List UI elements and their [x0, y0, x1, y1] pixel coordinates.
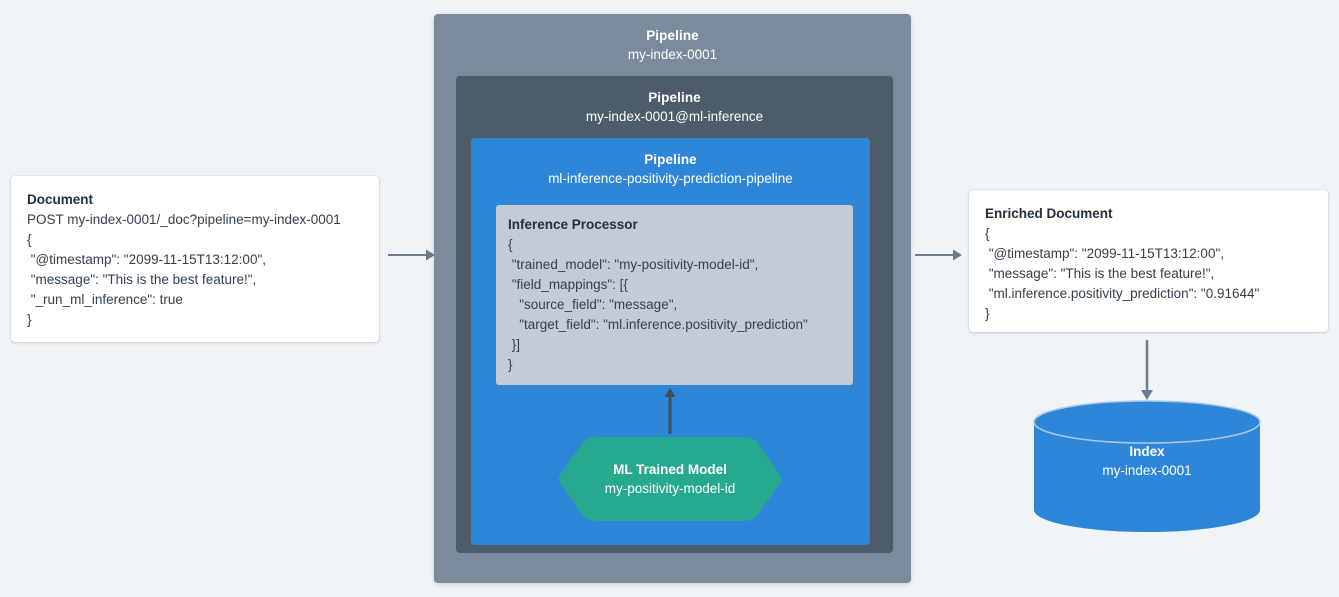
source-document-line: "@timestamp": "2099-11-15T13:12:00", [27, 252, 266, 267]
arrow-enriched-to-index [1139, 340, 1155, 400]
pipeline-middle-label: Pipeline [648, 90, 701, 105]
source-document-line: "message": "This is the best feature!", [27, 272, 257, 287]
index-label: Index [1129, 444, 1165, 459]
pipeline-outer-name: my-index-0001 [627, 47, 718, 62]
source-document-line: POST my-index-0001/_doc?pipeline=my-inde… [27, 212, 341, 227]
index-cylinder: Index my-index-0001 [1032, 400, 1262, 532]
arrow-document-to-pipeline [388, 247, 436, 263]
pipeline-outer-header: Pipeline my-index-0001 [434, 14, 911, 65]
enriched-document-line: } [985, 306, 990, 321]
arrow-pipeline-to-enriched [915, 247, 963, 263]
arrow-model-to-processor [662, 388, 678, 434]
enriched-document-title: Enriched Document [985, 206, 1113, 221]
inference-processor-line: { [508, 237, 513, 252]
ml-trained-model-label-group: ML Trained Model my-positivity-model-id [556, 434, 784, 524]
pipeline-inner-label: Pipeline [644, 152, 697, 167]
enriched-document-line: "message": "This is the best feature!", [985, 266, 1215, 281]
ml-trained-model-hexagon: ML Trained Model my-positivity-model-id [556, 434, 784, 524]
source-document-line: "_run_ml_inference": true [27, 292, 183, 307]
pipeline-middle-name: my-index-0001@ml-inference [585, 109, 764, 124]
source-document-card: Document POST my-index-0001/_doc?pipelin… [11, 176, 379, 342]
source-document-title: Document [27, 192, 94, 207]
enriched-document-line: "ml.inference.positivity_prediction": "0… [985, 286, 1260, 301]
pipeline-outer-label: Pipeline [646, 28, 699, 43]
ml-trained-model-label: ML Trained Model [613, 461, 727, 477]
inference-processor-panel: Inference Processor { "trained_model": "… [496, 205, 853, 385]
source-document-line: } [27, 312, 32, 327]
inference-processor-line: "field_mappings": [{ [508, 277, 628, 292]
enriched-document-line: { [985, 226, 990, 241]
index-label-group: Index my-index-0001 [1032, 442, 1262, 481]
source-document-line: { [27, 232, 32, 247]
inference-processor-line: }] [508, 337, 521, 352]
index-name: my-index-0001 [1102, 463, 1192, 478]
inference-processor-line: } [508, 357, 513, 372]
enriched-document-card: Enriched Document { "@timestamp": "2099-… [969, 190, 1328, 332]
pipeline-inner-name: ml-inference-positivity-prediction-pipel… [548, 171, 793, 186]
inference-processor-title: Inference Processor [508, 217, 638, 232]
ml-trained-model-name: my-positivity-model-id [604, 480, 736, 496]
inference-processor-line: "target_field": "ml.inference.positivity… [508, 317, 808, 332]
enriched-document-line: "@timestamp": "2099-11-15T13:12:00", [985, 246, 1224, 261]
inference-processor-line: "source_field": "message", [508, 297, 678, 312]
pipeline-inner-header: Pipeline ml-inference-positivity-predict… [471, 138, 870, 189]
inference-processor-line: "trained_model": "my-positivity-model-id… [508, 257, 759, 272]
pipeline-middle-header: Pipeline my-index-0001@ml-inference [456, 76, 893, 127]
